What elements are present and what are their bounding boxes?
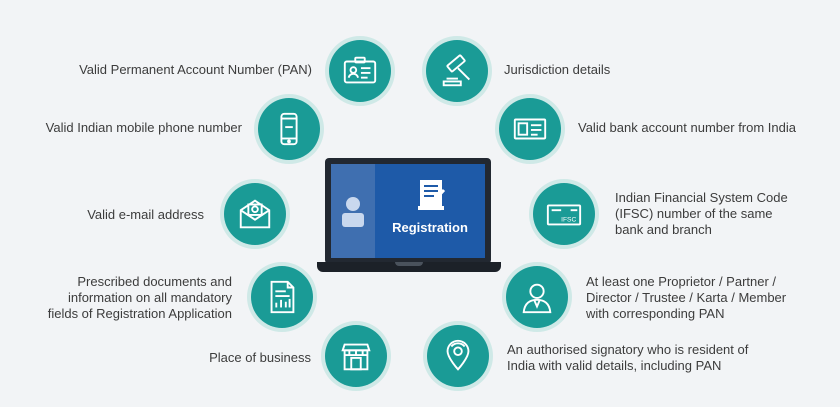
ifsc-cheque-icon: IFSC [546,204,582,226]
signatory-circle [427,325,489,387]
location-pin-icon [446,339,470,371]
mobile-circle [258,98,320,160]
place-circle [325,325,387,387]
laptop-base-notch [395,262,423,266]
proprietor-label: At least one Proprietor / Partner / Dire… [586,274,787,321]
gavel-icon [442,54,471,87]
document-icon [270,280,295,314]
jurisdiction-label: Jurisdiction details [504,62,611,77]
place-label: Place of business [209,350,311,365]
signatory-label: An authorised signatory who is resident … [507,342,749,373]
pan-label: Valid Permanent Account Number (PAN) [79,62,312,77]
bank-label: Valid bank account number from India [578,120,796,135]
shop-icon [341,343,371,371]
document-signing-icon [418,180,446,210]
laptop: Registration [317,158,501,276]
registration-panel: Registration [375,164,485,258]
ifsc-icon-text: IFSC [561,217,576,224]
envelope-icon [239,199,271,229]
documents-circle [251,266,313,328]
documents-label: Prescribed documents and information on … [47,274,232,321]
laptop-screen: Registration [331,164,485,258]
email-label: Valid e-mail address [87,207,204,222]
registration-title: Registration [392,220,468,235]
email-circle [224,183,286,245]
user-panel [331,164,375,258]
user-avatar-icon [342,197,364,227]
jurisdiction-circle [426,40,488,102]
pan-circle [329,40,391,102]
laptop-base [317,262,501,272]
ifsc-label: Indian Financial System Code (IFSC) numb… [615,190,788,237]
bank-passbook-icon [513,118,547,140]
mobile-phone-icon [280,112,298,146]
person-icon [522,283,552,314]
proprietor-circle [506,266,568,328]
id-card-icon [343,56,377,84]
ifsc-circle: IFSC [533,183,595,245]
bank-circle [499,98,561,160]
mobile-label: Valid Indian mobile phone number [45,120,242,135]
